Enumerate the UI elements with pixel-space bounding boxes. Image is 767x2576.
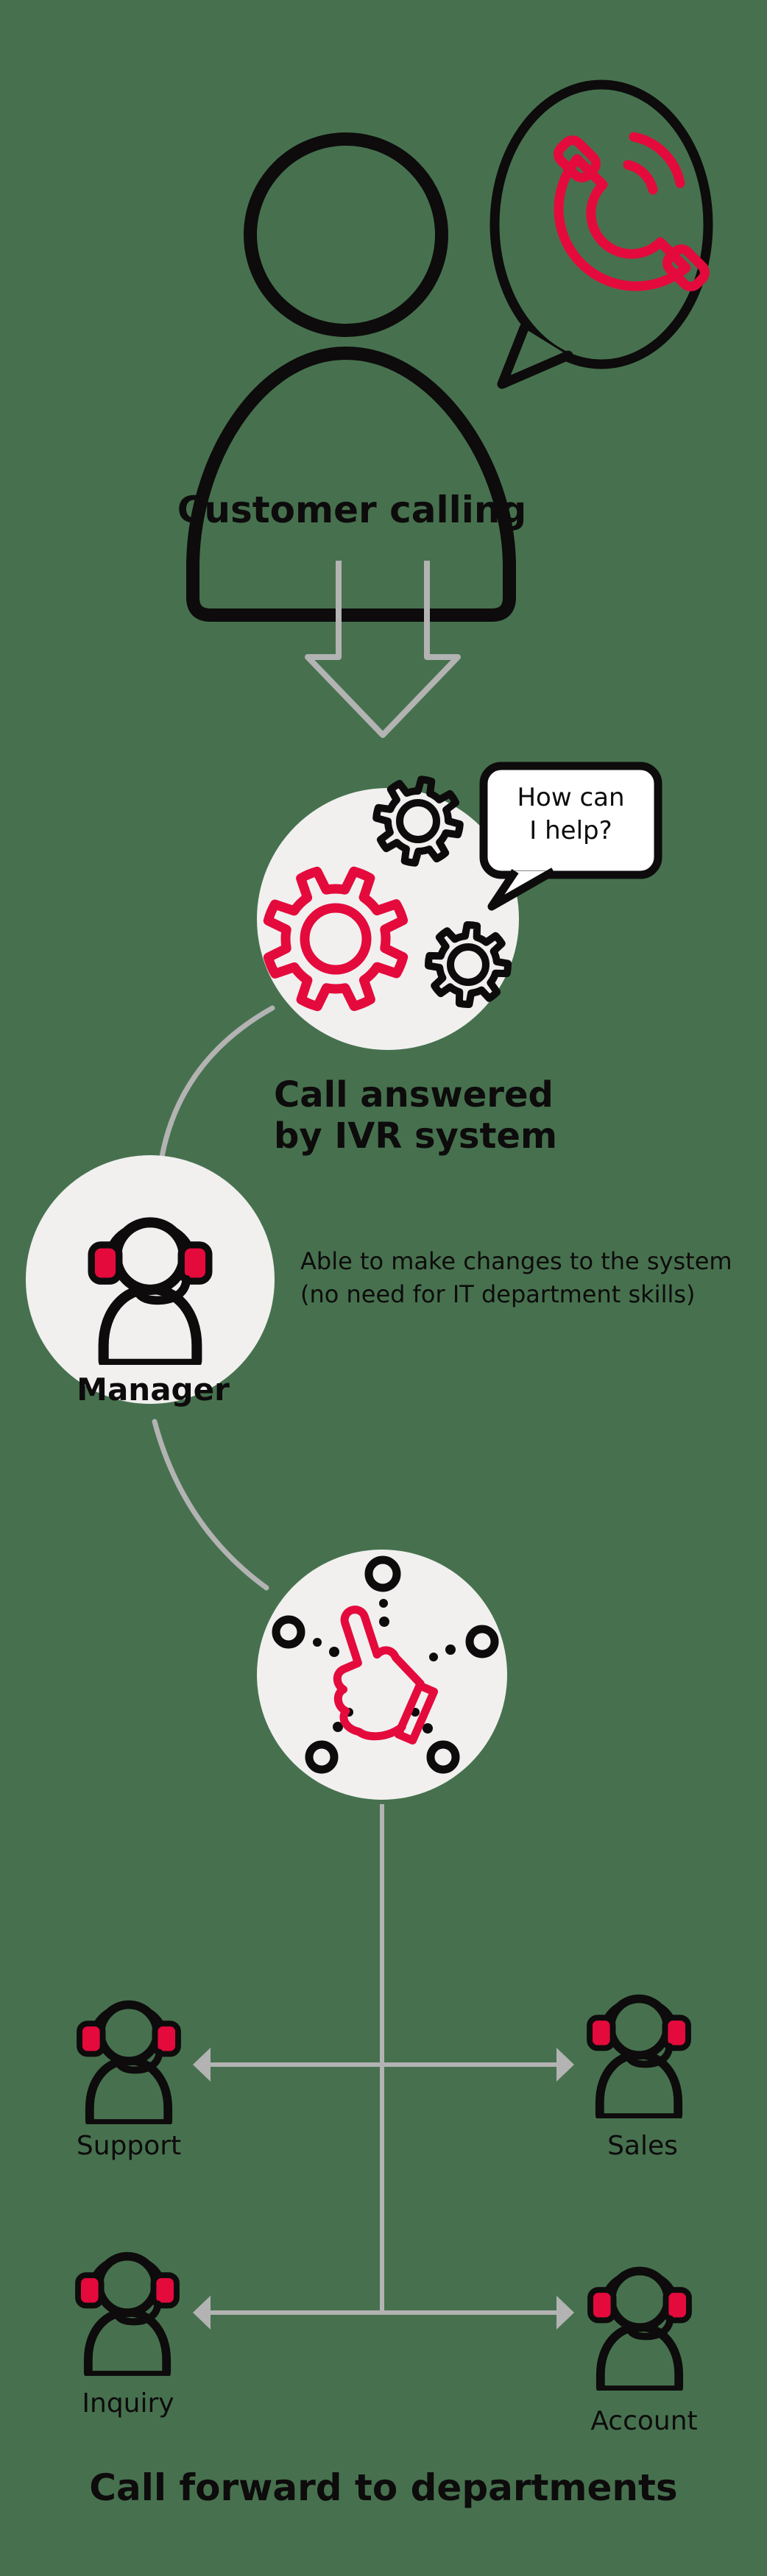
ivr-speech-bubble xyxy=(479,762,662,911)
ivr-title-line2: by IVR system xyxy=(274,1115,557,1157)
headset-agent-icon-account xyxy=(590,2271,689,2390)
manager-note-line2: (no need for IT department skills) xyxy=(300,1280,696,1308)
manager-step xyxy=(26,1155,275,1404)
person-icon xyxy=(186,132,516,622)
arrowhead-left-icon xyxy=(193,2048,211,2082)
department-label-support: Support xyxy=(76,2131,182,2161)
headset-agent-icon-sales xyxy=(590,1999,688,2118)
connector-ivr-manager xyxy=(159,1005,275,1160)
departments-caption: Call forward to departments xyxy=(89,2466,678,2509)
gears-icon xyxy=(263,776,512,1012)
down-arrow-icon xyxy=(305,561,461,738)
department-label-inquiry: Inquiry xyxy=(82,2388,174,2419)
hand-click-icon xyxy=(333,1605,439,1745)
connector-manager-selection xyxy=(152,1419,269,1591)
ivr-speech-line2: I help? xyxy=(529,816,612,845)
manager-note: Able to make changes to the system (no n… xyxy=(300,1245,732,1311)
ivr-step xyxy=(257,762,662,1050)
ivr-title-line1: Call answered xyxy=(274,1074,554,1115)
ivr-speech-text: How can I help? xyxy=(484,781,658,848)
call-speech-bubble xyxy=(489,79,713,389)
headset-agent-icon-inquiry xyxy=(78,2257,177,2375)
selection-step xyxy=(257,1550,507,1800)
selection-circle xyxy=(257,1550,507,1800)
department-label-sales: Sales xyxy=(607,2131,678,2161)
customer-label: Customer calling xyxy=(177,489,527,531)
arrowhead-left-icon xyxy=(193,2296,211,2330)
option-nodes xyxy=(272,1555,499,1774)
manager-note-line1: Able to make changes to the system xyxy=(300,1247,732,1275)
manager-label: Manager xyxy=(77,1372,230,1408)
ivr-title: Call answered by IVR system xyxy=(274,1074,557,1157)
option-dots xyxy=(313,1599,456,1734)
distribution-lines xyxy=(193,1804,574,2330)
arrowhead-right-icon xyxy=(556,2296,574,2330)
department-label-account: Account xyxy=(590,2406,698,2436)
phone-call-icon xyxy=(554,132,710,291)
arrowhead-right-icon xyxy=(556,2048,574,2082)
ivr-speech-line1: How can xyxy=(517,783,625,812)
ivr-circle xyxy=(257,788,519,1050)
headset-agent-icon-support xyxy=(79,2005,178,2123)
